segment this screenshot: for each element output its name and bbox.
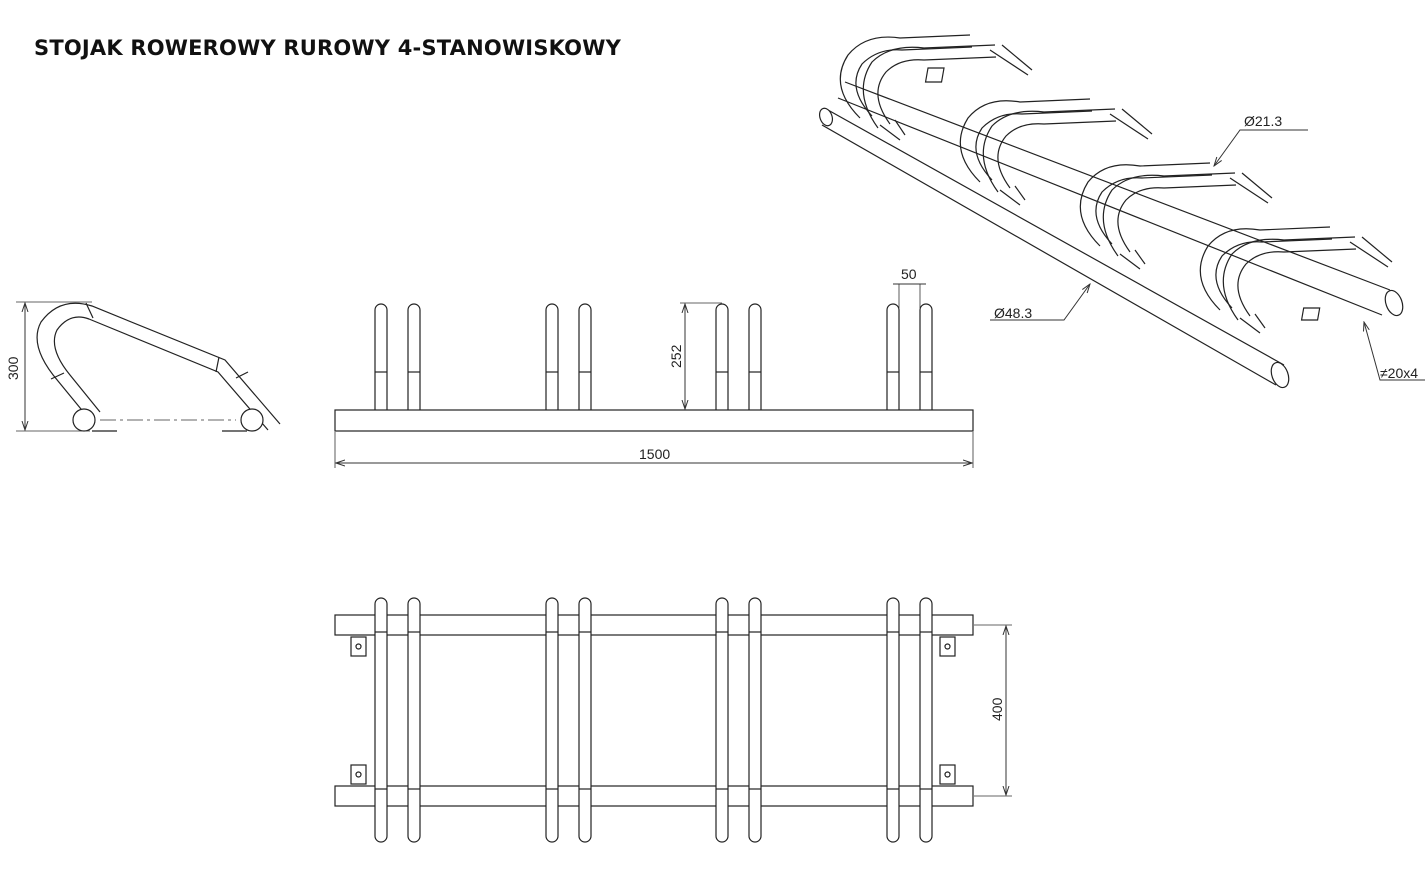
top-beam-front [334,785,974,807]
dim-height-label: 300 [5,356,21,380]
base-tube-section-left [72,408,96,432]
side-view: 300 [5,301,281,432]
hoop-iso-4 [1199,226,1393,334]
hoop-iso-3 [1079,162,1273,270]
top-beam-back [334,614,974,636]
main-beam-front [334,409,974,432]
dim-hoop-height-label: 252 [668,344,684,368]
hoop-iso-1 [839,34,1033,141]
dim-length-label: 1500 [639,446,670,462]
hoop-front-2 [545,303,592,410]
hoop-front-3 [715,303,762,410]
dim-plate-label: ≠20x4 [1380,365,1418,381]
back-tube-end [1384,289,1404,317]
dim-hoop-gap-label: 50 [901,266,917,282]
base-tube-section-right [240,408,264,432]
dim-small-tube-label: Ø21.3 [1244,113,1282,129]
drawing-title: STOJAK ROWEROWY RUROWY 4-STANOWISKOWY [34,36,621,60]
hoop-iso-2 [959,98,1153,206]
mounting-plates-top [350,636,956,785]
dim-main-tube-label: Ø48.3 [994,305,1032,321]
top-view: 400 [334,597,1012,843]
hoop-front-1 [374,303,421,410]
isometric-view: Ø21.3 Ø48.3 ≠20x4 [818,34,1425,389]
hoop-front-4 [886,303,933,410]
hoops-top [374,597,933,843]
dim-width-label: 400 [989,697,1005,721]
front-tube-end [1270,361,1290,389]
front-view: 252 50 1500 [334,266,974,468]
